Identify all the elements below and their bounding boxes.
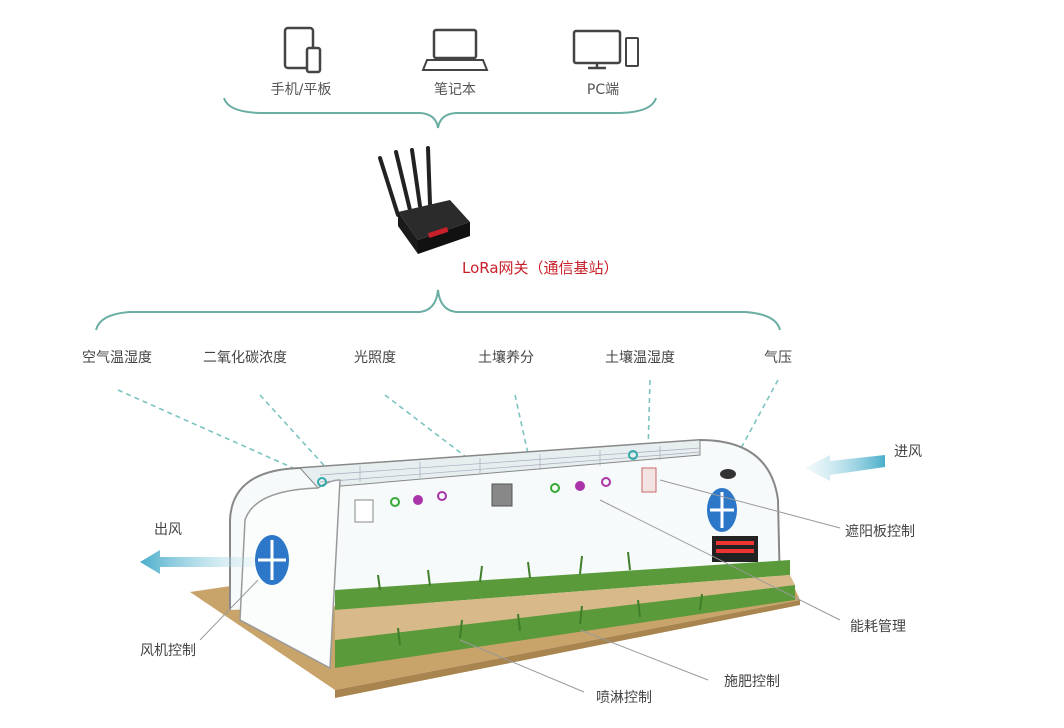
gateway-label: LoRa网关（通信基站） bbox=[462, 259, 619, 277]
fan-icon bbox=[255, 535, 289, 585]
path-between-beds bbox=[335, 575, 795, 640]
camera-icon bbox=[720, 469, 736, 479]
sensor-co2: 二氧化碳浓度 bbox=[203, 350, 287, 366]
sensors-brace bbox=[95, 289, 781, 331]
laptop-icon bbox=[421, 28, 489, 71]
air-in-arrow bbox=[805, 455, 885, 481]
device-laptop: 笔记本 bbox=[421, 28, 489, 98]
soil-edge bbox=[335, 600, 800, 698]
sensor-pressure: 气压 bbox=[764, 350, 792, 366]
pressure-sensor bbox=[641, 467, 657, 493]
control-leader-lines bbox=[199, 479, 841, 693]
sensor-soil-temp-humidity: 土壤温湿度 bbox=[605, 349, 675, 366]
shade-control-label: 遮阳板控制 bbox=[845, 524, 915, 540]
sensor-air-temp-humidity: 空气温湿度 bbox=[82, 350, 152, 366]
device-label: 笔记本 bbox=[434, 82, 476, 98]
device-tablet-phone: 手机/平板 bbox=[271, 26, 332, 98]
sensor-soil-nutrient: 土壤养分 bbox=[478, 349, 534, 366]
sensor-nodes bbox=[317, 450, 638, 507]
fan-control-label: 风机控制 bbox=[140, 643, 196, 659]
plant-bed-back bbox=[335, 560, 790, 610]
devices-brace bbox=[223, 97, 657, 129]
air-sensor-box bbox=[354, 499, 374, 523]
plants bbox=[377, 551, 703, 646]
fan-icon bbox=[707, 488, 737, 532]
desktop-pc-icon bbox=[572, 29, 639, 70]
energy-management-label: 能耗管理 bbox=[850, 619, 906, 635]
sensor-labels: 空气温湿度 二氧化碳浓度 光照度 土壤养分 土壤温湿度 气压 bbox=[82, 349, 792, 366]
tablet-phone-icon bbox=[283, 26, 322, 74]
air-in-label: 进风 bbox=[894, 444, 922, 460]
greenhouse bbox=[229, 438, 795, 670]
lora-gateway-router bbox=[378, 146, 470, 254]
sensor-light: 光照度 bbox=[354, 350, 396, 366]
spray-control-label: 喷淋控制 bbox=[596, 690, 652, 706]
device-pc: PC端 bbox=[572, 29, 639, 98]
soil-nutrient-sensor bbox=[491, 483, 513, 507]
device-label: 手机/平板 bbox=[271, 82, 332, 98]
air-out-arrow bbox=[140, 550, 255, 574]
air-out-label: 出风 bbox=[154, 522, 182, 538]
device-label: PC端 bbox=[587, 82, 619, 98]
plant-bed-front bbox=[335, 585, 795, 668]
fertilize-control-label: 施肥控制 bbox=[724, 674, 780, 690]
